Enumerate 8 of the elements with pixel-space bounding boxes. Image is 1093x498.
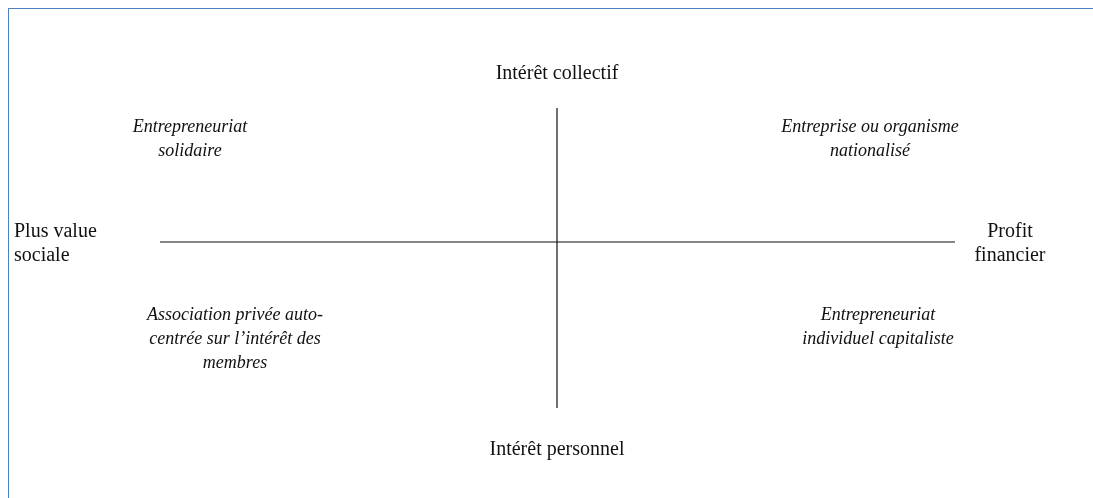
axis-label: Plus value sociale: [14, 218, 98, 266]
axis-label: Intérêt personnel: [488, 436, 626, 460]
axis-label: Profit financier: [973, 218, 1047, 266]
quadrant-label: Entrepreneuriat individuel capitaliste: [801, 303, 955, 350]
quadrant-label: Entrepreneuriat solidaire: [131, 115, 249, 162]
quadrant-label: Association privée auto-centrée sur l’intérêt des membres: [145, 303, 324, 374]
axis-label: Intérêt collectif: [494, 60, 620, 84]
quadrant-label: Entreprise ou organisme nationalisé: [780, 115, 960, 162]
